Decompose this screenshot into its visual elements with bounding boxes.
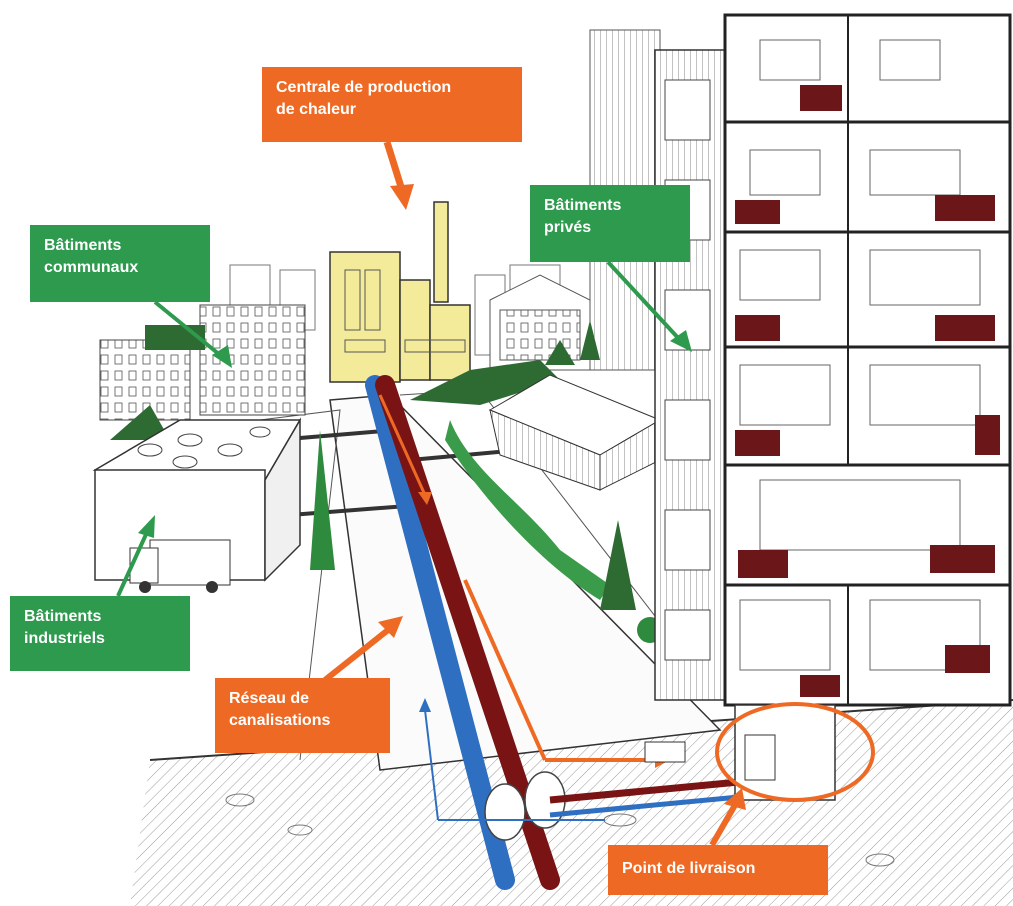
- label-line: privés: [544, 219, 592, 236]
- label-private-buildings: Bâtiments privés: [530, 185, 690, 262]
- label-delivery-point: Point de livraison: [608, 845, 828, 895]
- label-line: Bâtiments: [24, 608, 102, 625]
- label-line: Réseau de: [229, 690, 310, 707]
- label-communal-buildings: Bâtiments communaux: [30, 225, 210, 302]
- label-pipe-network: Réseau de canalisations: [215, 678, 390, 753]
- label-industrial-buildings: Bâtiments industriels: [10, 596, 190, 671]
- label-line: communaux: [44, 259, 139, 276]
- industrial-building: [92, 417, 302, 593]
- label-line: Centrale de production: [276, 79, 452, 96]
- label-line: Bâtiments: [44, 237, 122, 254]
- heat-production-plant: [329, 201, 471, 383]
- label-line: Bâtiments: [544, 197, 622, 214]
- label-line: canalisations: [229, 712, 331, 729]
- label-arrows: [116, 140, 746, 847]
- label-line: Point de livraison: [622, 860, 756, 877]
- private-building: [654, 13, 1012, 707]
- communal-buildings: [99, 304, 306, 440]
- radiators: [735, 85, 1000, 697]
- label-line: industriels: [24, 630, 105, 647]
- label-line: de chaleur: [276, 101, 357, 118]
- label-heat-production-plant: Centrale de production de chaleur: [262, 67, 522, 142]
- pipe-network: [365, 375, 805, 890]
- delivery-point-substation: [644, 702, 875, 802]
